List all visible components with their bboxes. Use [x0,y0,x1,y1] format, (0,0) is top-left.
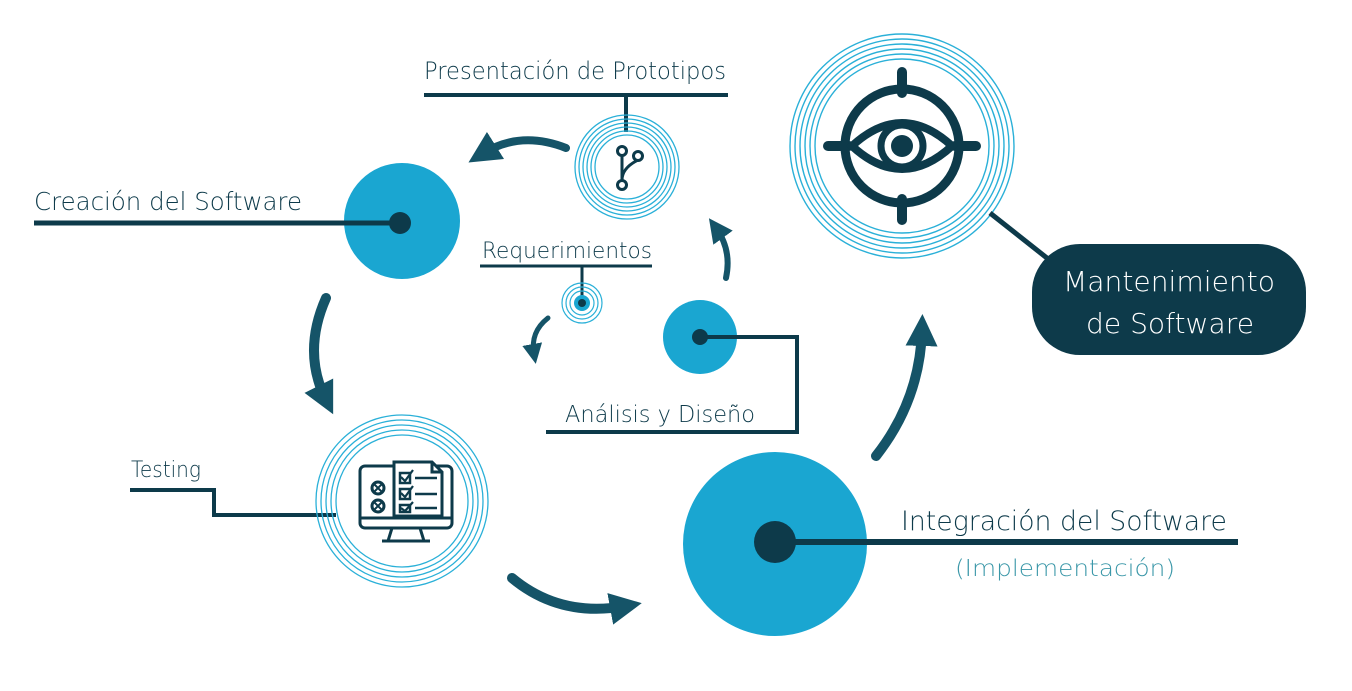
label-testing: Testing [131,458,201,483]
label-integracion-sub: (Implementación) [955,556,1175,582]
arrow-requerimientos-to-analisis [522,315,551,364]
label-mantenimiento-line1: Mantenimiento [1063,265,1275,298]
stage-presentacion-prototipos: Presentación de Prototipos [424,57,728,220]
arrow-creacion-to-testing [304,293,334,415]
dot-creacion [389,212,411,234]
rings-testing [315,414,489,588]
label-creacion-software: Creación del Software [34,187,302,216]
stage-integracion-software: Integración del Software (Implementación… [683,452,1238,636]
connector-mantenimiento [988,211,1054,264]
label-presentacion-prototipos: Presentación de Prototipos [424,57,726,85]
label-analisis-diseno: Análisis y Diseño [565,402,755,428]
label-mantenimiento-line2: de Software [1086,307,1254,340]
arrow-integracion-to-mantenimiento [871,314,938,461]
label-integracion-software: Integración del Software [901,506,1227,537]
checklist-monitor-icon [358,460,454,543]
stage-testing: Testing [130,414,489,588]
rings-requerimientos [561,282,603,324]
rings-presentacion [574,114,680,220]
dot-analisis [692,329,708,345]
arrow-analisis-to-prototipos [708,218,733,281]
pill-mantenimiento [1032,244,1306,355]
stage-mantenimiento-software: Mantenimiento de Software [789,33,1306,355]
dot-requerimientos [578,299,586,307]
dot-integracion [754,521,796,563]
eye-target-icon [823,67,981,225]
connector-analisis [546,335,799,434]
rings-mantenimiento [789,33,1015,259]
arrow-prototipos-to-creacion [468,131,570,163]
stage-requerimientos: Requerimientos [480,239,652,324]
git-branch-icon [616,145,644,191]
stage-creacion-software: Creación del Software [34,163,460,279]
flow-arrows [304,131,938,625]
connector-testing [130,488,336,517]
label-requerimientos: Requerimientos [482,239,652,264]
arrow-testing-to-integracion [507,573,642,625]
stage-analisis-diseno: Análisis y Diseño [546,300,799,434]
